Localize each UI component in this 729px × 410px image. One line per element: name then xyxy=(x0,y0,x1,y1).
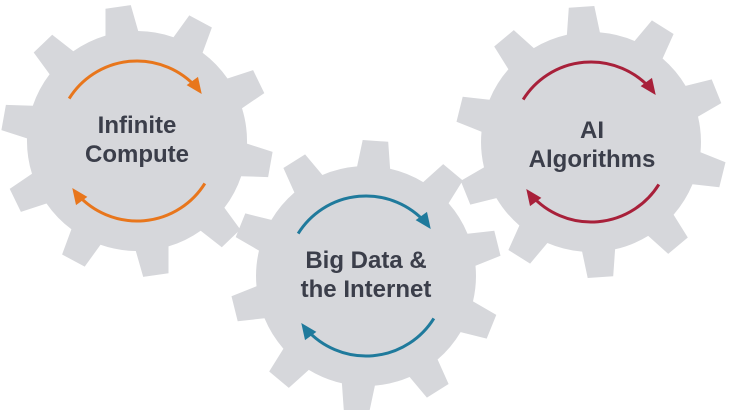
gear-ai-algorithms-top-arrow-arc xyxy=(521,60,652,101)
gear-infinite-compute-top-arrow-arc xyxy=(67,59,198,100)
gear-ai-algorithms-icon xyxy=(456,6,726,278)
label-line-2: Algorithms xyxy=(528,146,656,173)
gear-big-data-top-arrowhead-icon xyxy=(415,211,431,229)
label-line-2: Compute xyxy=(85,141,189,168)
gear-infinite-compute-bottom-arrowhead-icon xyxy=(72,188,88,206)
label-line-1: AI xyxy=(580,117,604,144)
gear-label-big-data: Big Data & the Internet xyxy=(266,246,466,304)
gear-big-data-bottom-arrowhead-icon xyxy=(301,323,317,341)
gear-label-ai-algorithms: AI Algorithms xyxy=(492,116,692,174)
label-line-2: the Internet xyxy=(300,276,432,303)
gear-big-data-top-arrow-arc xyxy=(296,194,427,235)
gear-ai-algorithms-bottom-arrowhead-icon xyxy=(526,189,542,207)
gear-infinite-compute-top-arrowhead-icon xyxy=(186,76,202,94)
gear-infinite-compute-icon xyxy=(1,5,273,277)
gear-ai-algorithms-top-arrowhead-icon xyxy=(640,77,656,95)
gear-infinite-compute-bottom-arrow-arc xyxy=(76,182,207,223)
label-line-1: Big Data & xyxy=(305,247,427,274)
gear-big-data-bottom-arrow-arc xyxy=(305,317,436,358)
gear-label-infinite-compute: Infinite Compute xyxy=(37,111,237,169)
gear-big-data-icon xyxy=(231,140,501,410)
gear-ai-algorithms-bottom-arrow-arc xyxy=(530,183,661,224)
label-line-1: Infinite xyxy=(97,112,177,139)
